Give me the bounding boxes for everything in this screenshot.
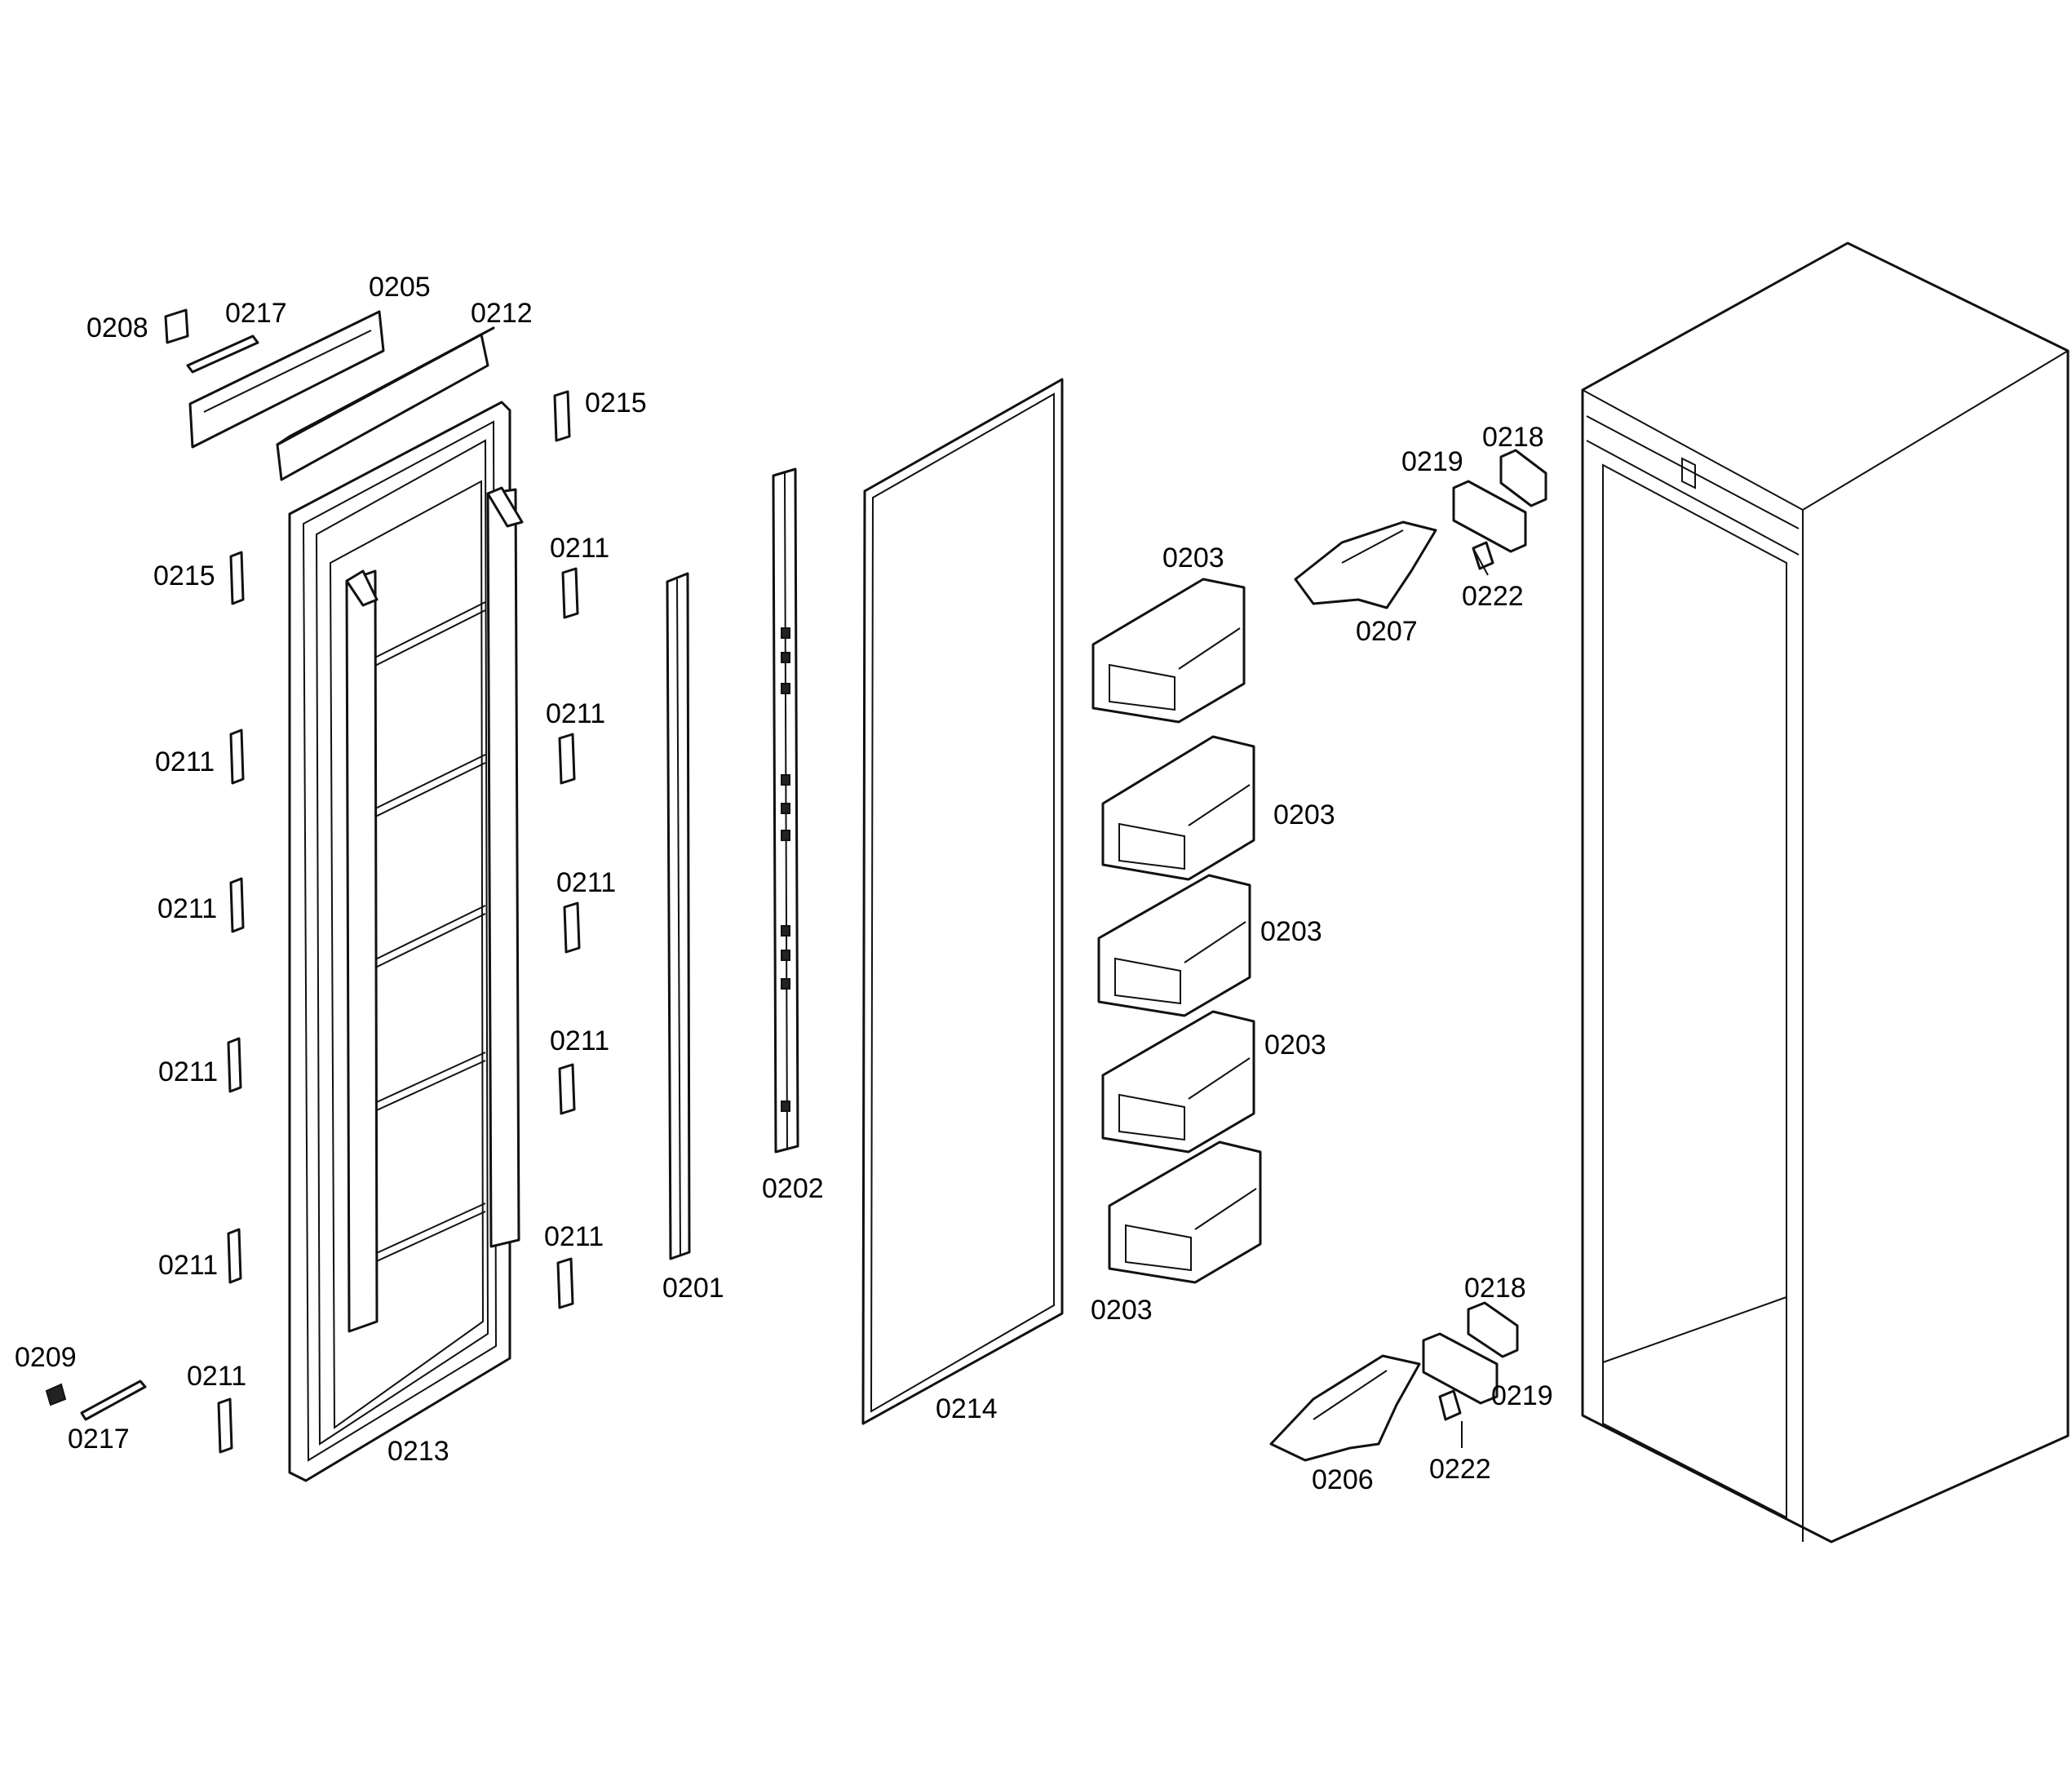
- clip-0211-l3: [227, 1037, 242, 1093]
- bracket-0218-top: [1499, 449, 1547, 507]
- label-0211-l3: 0211: [158, 1056, 218, 1087]
- cabinet-housing: [1581, 241, 2070, 1543]
- door-bin-0203-5: [1108, 1140, 1262, 1284]
- label-0211-r1: 0211: [550, 533, 609, 564]
- clip-0211-r3: [563, 901, 581, 954]
- door-bin-0203-2: [1101, 735, 1255, 881]
- label-0213: 0213: [387, 1436, 449, 1467]
- plate-0222-top: [1472, 541, 1494, 570]
- label-0219-top: 0219: [1401, 446, 1463, 477]
- label-0214: 0214: [936, 1393, 998, 1424]
- label-0206: 0206: [1312, 1464, 1374, 1495]
- label-0212: 0212: [471, 298, 533, 329]
- clip-0211-r1: [561, 567, 579, 619]
- leader-lines: [1461, 547, 1489, 1448]
- hinge-strip-0202: [772, 467, 799, 1154]
- label-0203-3: 0203: [1260, 916, 1322, 947]
- hinge-0206: [1269, 1354, 1421, 1462]
- label-0211-l2: 0211: [157, 893, 217, 924]
- label-0222-top: 0222: [1462, 581, 1524, 612]
- label-0211-r2: 0211: [546, 698, 605, 729]
- clip-0211-r5: [556, 1257, 574, 1309]
- label-0211-r3: 0211: [556, 867, 616, 898]
- label-0202: 0202: [762, 1173, 824, 1204]
- clip-0211-r4: [558, 1063, 576, 1115]
- label-0217-bottom: 0217: [68, 1424, 130, 1455]
- label-0215-right: 0215: [585, 388, 647, 418]
- label-0203-1: 0203: [1162, 542, 1224, 574]
- plate-0222-bottom: [1438, 1389, 1462, 1421]
- label-0217-top: 0217: [225, 298, 287, 329]
- door-gasket-0214: [861, 378, 1064, 1425]
- label-0211-l1: 0211: [155, 746, 215, 777]
- label-0207: 0207: [1356, 616, 1418, 647]
- clip-0211-l4: [227, 1228, 242, 1284]
- bracket-0218-bottom: [1467, 1301, 1519, 1358]
- label-0203-2: 0203: [1273, 799, 1335, 830]
- label-0211-r5: 0211: [544, 1221, 604, 1252]
- part-0217-top: [186, 334, 259, 374]
- label-0218-bottom: 0218: [1464, 1273, 1526, 1304]
- label-0209: 0209: [15, 1342, 77, 1373]
- door-bin-0203-3: [1097, 874, 1251, 1017]
- label-0205: 0205: [369, 272, 431, 303]
- hinge-0207: [1294, 520, 1437, 609]
- top-cover-0212: [276, 326, 495, 481]
- clip-0211-bottom: [217, 1397, 233, 1454]
- label-0222-bottom: 0222: [1429, 1454, 1491, 1485]
- clip-0215-left: [229, 551, 245, 605]
- cover-plate-0205: [188, 310, 385, 449]
- label-0211-r4: 0211: [550, 1025, 609, 1056]
- part-0209: [45, 1383, 67, 1406]
- part-labels: 0208 0217 0205 0212 0215 0215 0211 0211 …: [15, 272, 1553, 1495]
- label-0203-4: 0203: [1264, 1030, 1326, 1061]
- hinge-bracket-0219-top: [1452, 480, 1527, 553]
- label-0201: 0201: [662, 1273, 724, 1304]
- label-0218-top: 0218: [1482, 422, 1544, 453]
- label-0208: 0208: [86, 312, 148, 343]
- label-0219-bottom: 0219: [1491, 1380, 1553, 1411]
- label-0215-left: 0215: [153, 560, 215, 591]
- door-0213: [288, 401, 524, 1482]
- part-0217-bottom: [80, 1380, 147, 1421]
- door-bin-0203-4: [1101, 1010, 1255, 1154]
- clip-0211-l1: [229, 728, 245, 785]
- door-bin-0203-1: [1091, 578, 1246, 724]
- trim-strip-0201: [666, 572, 691, 1260]
- clip-0211-l2: [229, 877, 245, 933]
- label-0211-bottom: 0211: [187, 1361, 246, 1392]
- label-0203-5: 0203: [1091, 1295, 1153, 1326]
- label-0211-l4: 0211: [158, 1250, 218, 1281]
- clip-0211-r2: [558, 733, 576, 785]
- hinge-bracket-0219-bottom: [1422, 1332, 1499, 1405]
- clip-0215-right: [553, 390, 571, 442]
- part-0208: [164, 308, 189, 344]
